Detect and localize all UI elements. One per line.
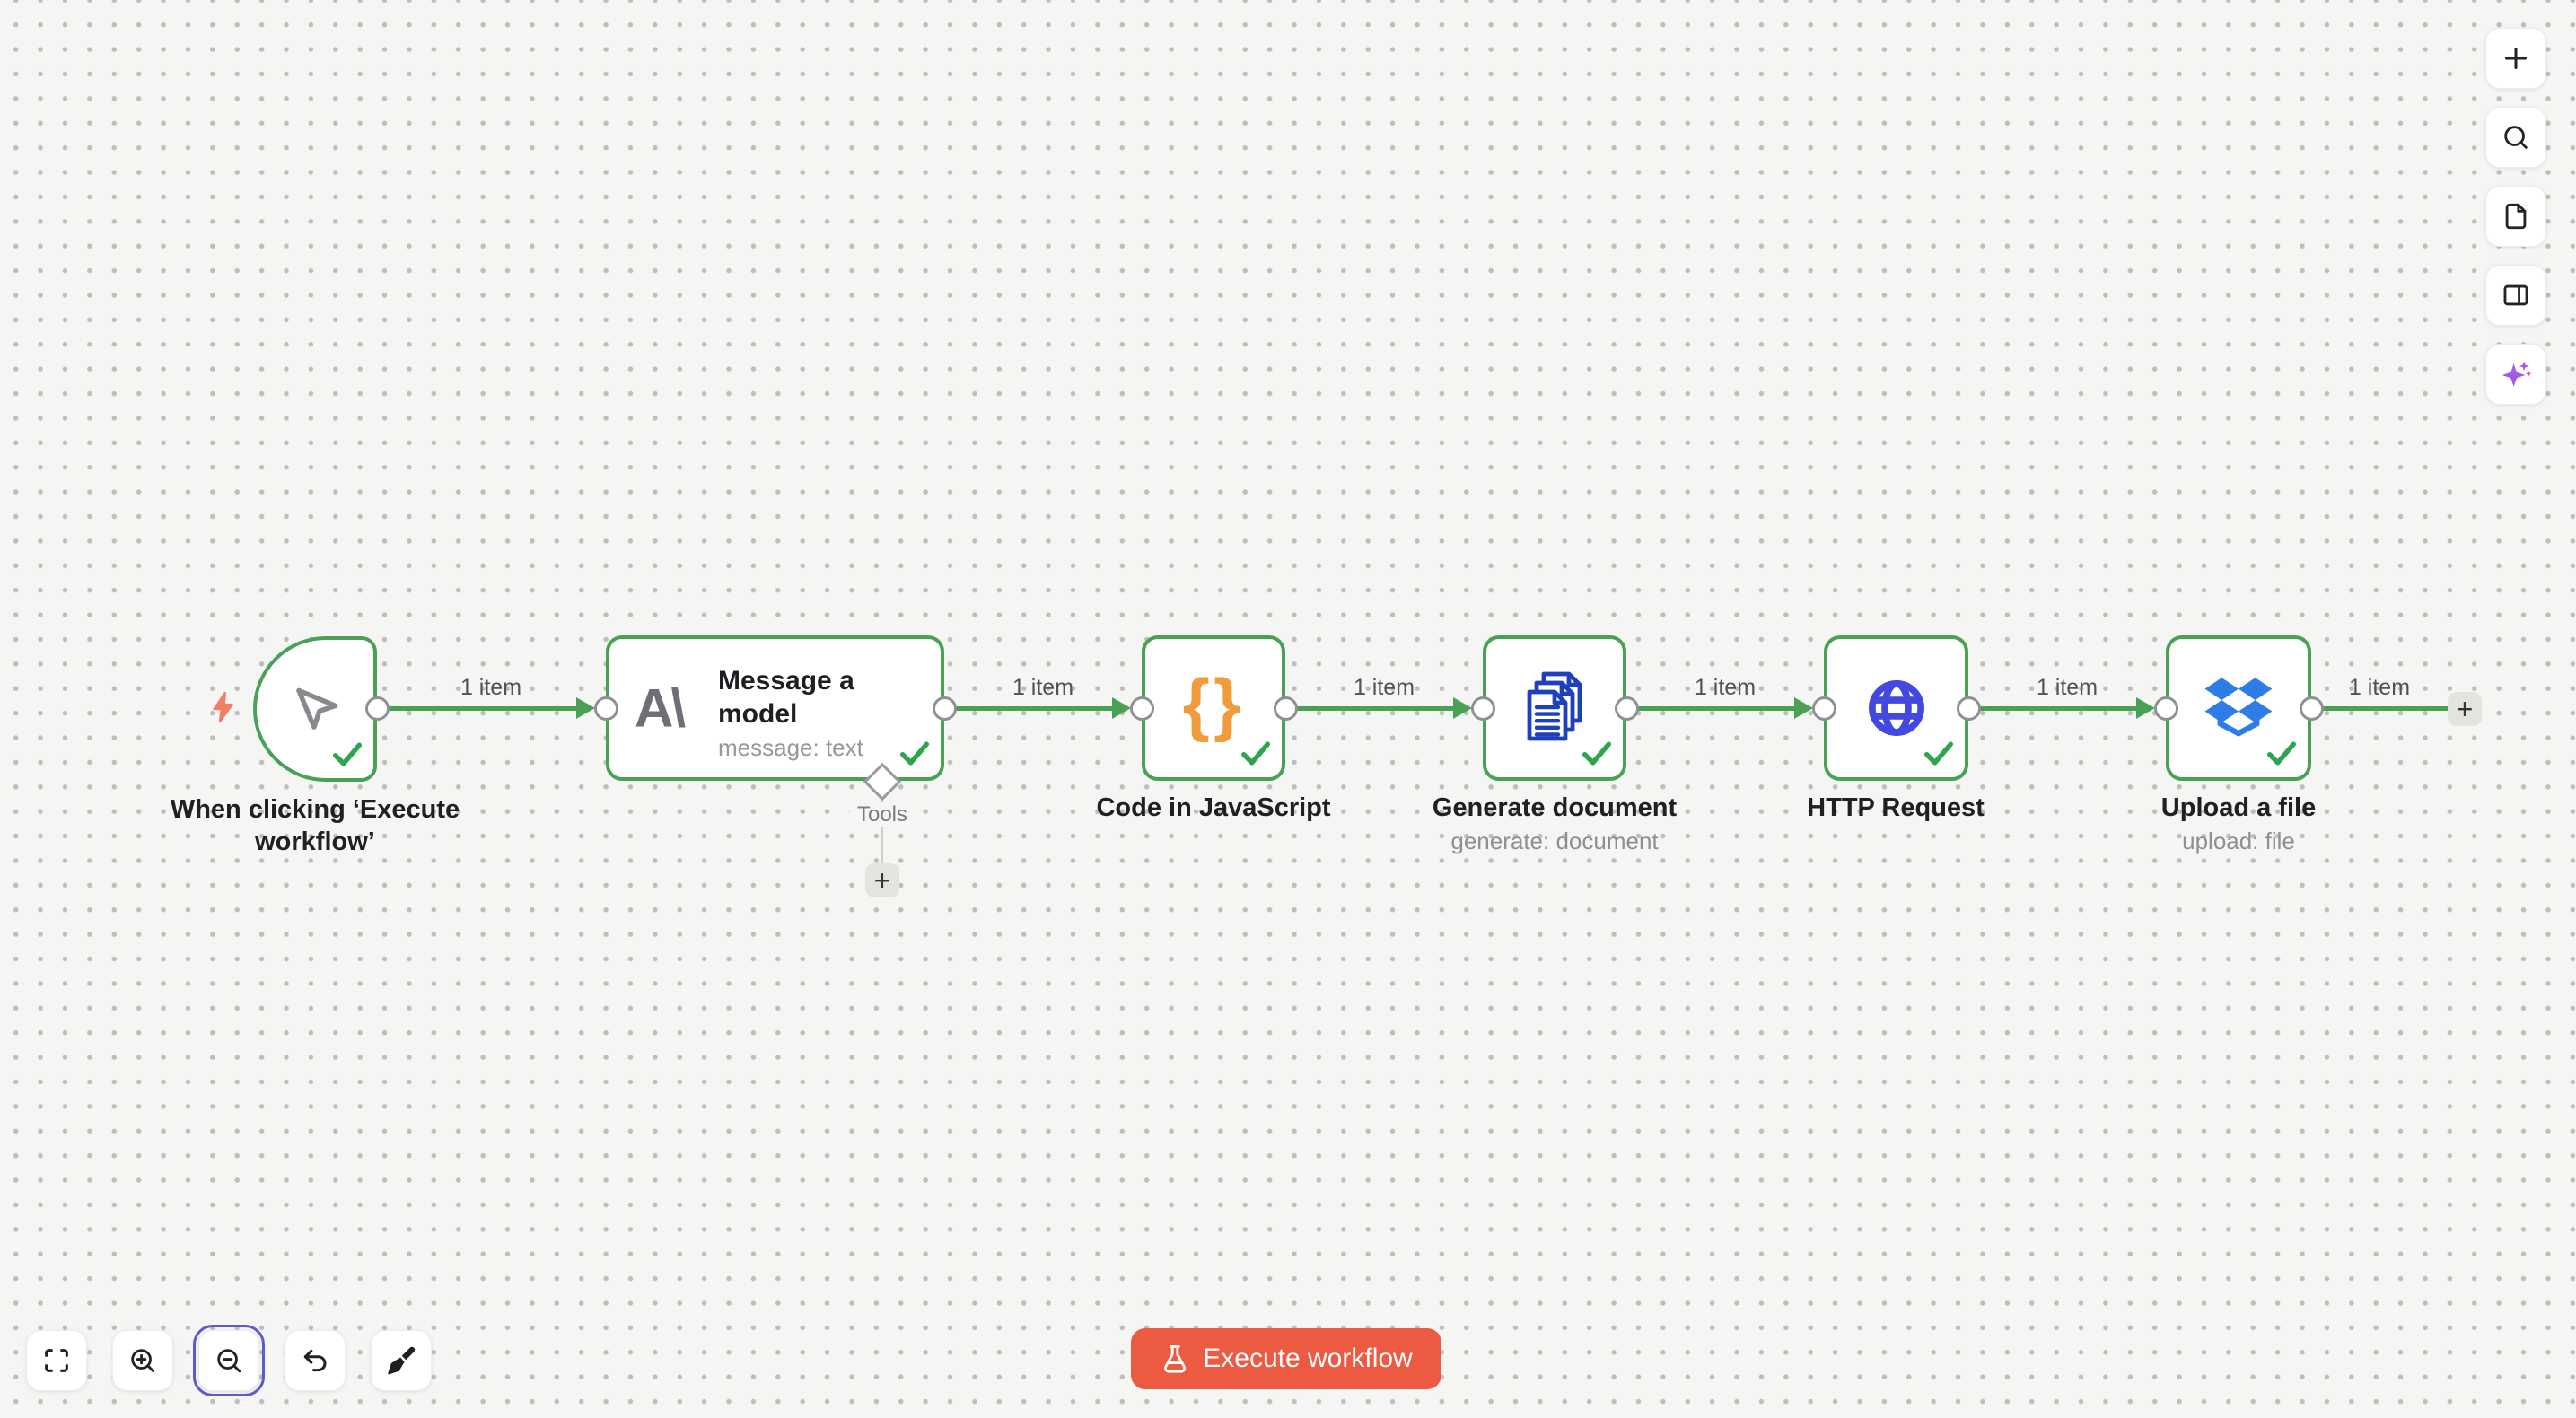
input-port[interactable]	[1811, 696, 1836, 721]
input-port[interactable]	[2153, 696, 2178, 721]
curly-braces-icon: {}	[1182, 663, 1245, 743]
connection-wire[interactable]	[377, 706, 576, 711]
toggle-panel-button[interactable]	[2485, 265, 2546, 326]
success-check-icon	[1240, 741, 1271, 766]
node-subtitle: message: text	[718, 734, 863, 761]
input-port[interactable]	[1129, 696, 1154, 721]
success-check-icon	[899, 741, 930, 766]
connection-items-count: 1 item	[1353, 675, 1415, 700]
tidy-up-button[interactable]	[371, 1330, 432, 1391]
output-port[interactable]	[2299, 696, 2324, 721]
lightning-bolt-icon	[213, 691, 233, 723]
node-label: HTTP Request	[1807, 793, 1985, 822]
undo-button[interactable]	[285, 1330, 346, 1391]
success-check-icon	[332, 742, 363, 766]
output-port[interactable]	[1614, 696, 1639, 721]
node-message-a-model[interactable]: A\ Message a model message: text	[606, 635, 944, 781]
input-port[interactable]	[593, 696, 618, 721]
zoom-out-icon	[217, 1349, 241, 1373]
zoom-in-icon	[131, 1349, 155, 1373]
ai-assistant-button[interactable]	[2485, 344, 2546, 405]
dropbox-icon	[2204, 677, 2273, 737]
search-button[interactable]	[2485, 107, 2546, 168]
success-check-icon	[1582, 741, 1612, 766]
success-check-icon	[2266, 741, 2297, 766]
node-label: When clicking ‘Execute workflow’	[170, 795, 460, 856]
plus-icon	[2505, 48, 2527, 69]
execute-workflow-label: Execute workflow	[1203, 1344, 1413, 1373]
fit-view-icon	[45, 1349, 68, 1372]
node-code-in-javascript[interactable]: {}	[1142, 635, 1285, 781]
output-port[interactable]	[364, 696, 390, 721]
connection-arrow	[576, 697, 595, 719]
zoom-out-button[interactable]	[193, 1325, 265, 1396]
node-generate-document[interactable]	[1483, 635, 1626, 781]
execute-workflow-button[interactable]: Execute workflow	[1131, 1328, 1441, 1389]
add-node-after-button[interactable]: +	[2448, 692, 2482, 726]
sparkles-icon	[2502, 361, 2532, 387]
globe-icon	[1868, 680, 1924, 736]
anthropic-logo-icon: A\	[635, 678, 686, 739]
flask-icon	[1164, 1345, 1187, 1373]
file-icon	[2505, 203, 2527, 230]
connection-items-count: 1 item	[1012, 675, 1074, 700]
broom-icon	[388, 1346, 416, 1375]
node-label: Generate document	[1432, 793, 1678, 822]
connection-arrow	[1112, 697, 1131, 719]
node-sublabel: upload: file	[2182, 827, 2295, 854]
connection-items-count: 1 item	[2036, 675, 2098, 700]
add-node-button[interactable]	[2485, 28, 2546, 89]
node-label: Code in JavaScript	[1096, 793, 1331, 822]
node-upload-a-file[interactable]	[2166, 635, 2311, 781]
zoom-to-fit-button[interactable]	[26, 1330, 87, 1391]
connection-wire[interactable]	[2311, 706, 2448, 711]
node-label: Upload a file	[2160, 793, 2317, 822]
connection-items-count: 1 item	[460, 675, 522, 700]
add-tool-button[interactable]: +	[865, 863, 899, 897]
mouse-pointer-icon	[296, 687, 338, 730]
node-http-request[interactable]	[1824, 635, 1968, 781]
connection-arrow	[1453, 697, 1472, 719]
node-title: Message a model	[718, 666, 854, 729]
output-port[interactable]	[1956, 696, 1981, 721]
zoom-in-button[interactable]	[112, 1330, 173, 1391]
connection-items-count: 1 item	[2348, 675, 2411, 700]
success-check-icon	[1923, 741, 1954, 766]
split-panel-icon	[2503, 284, 2528, 306]
connection-arrow	[1794, 697, 1813, 719]
node-sublabel: generate: document	[1450, 827, 1659, 854]
undo-icon	[303, 1349, 327, 1372]
connection-wire[interactable]	[1285, 706, 1453, 711]
tools-connector-label: Tools	[849, 802, 916, 827]
connection-arrow	[2136, 697, 2155, 719]
output-port[interactable]	[1273, 696, 1298, 721]
connection-wire[interactable]	[944, 706, 1112, 711]
sticky-note-button[interactable]	[2485, 186, 2546, 247]
connection-wire[interactable]	[1626, 706, 1794, 711]
connection-items-count: 1 item	[1694, 675, 1757, 700]
search-icon	[2504, 126, 2528, 149]
input-port[interactable]	[1470, 696, 1495, 721]
output-port[interactable]	[932, 696, 957, 721]
documents-icon	[1527, 671, 1582, 741]
node-when-clicking-execute-workflow[interactable]	[253, 636, 377, 782]
connection-wire[interactable]	[1968, 706, 2136, 711]
